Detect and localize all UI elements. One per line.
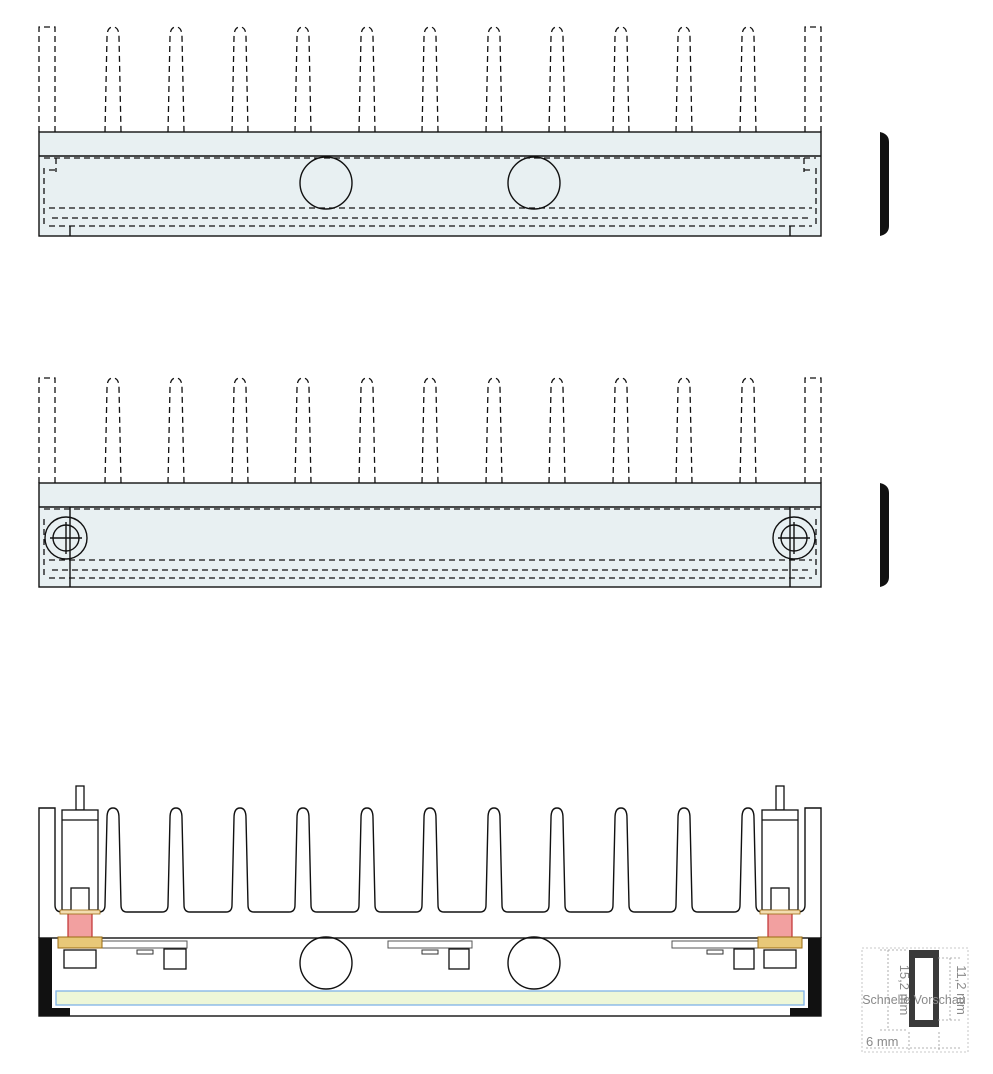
mounting-hole-left (299, 156, 353, 210)
end-cap-profile (880, 132, 889, 236)
mounting-hole-left (299, 936, 353, 990)
hidden-edge-lines (43, 158, 817, 228)
mounting-hole-right (507, 156, 561, 210)
screw-assembly-right (757, 785, 803, 969)
screw-left (44, 516, 88, 560)
dim-inner-height-label: 11,2 mm (954, 965, 969, 1015)
end-plate-lines (69, 507, 791, 587)
end-clip-right (790, 938, 821, 1016)
hidden-edge-lines (43, 519, 817, 579)
dim-line-outer-height (880, 949, 908, 1031)
clip-left (98, 940, 188, 970)
profile-cross-section (909, 950, 939, 1027)
heatsink-fins-hidden-lines (38, 377, 822, 484)
led-strip (55, 990, 805, 1006)
section-view-bottom (38, 785, 822, 1017)
heatsink-base (38, 482, 822, 588)
hidden-channel-lines (44, 157, 816, 227)
screw-assembly-left (57, 785, 103, 969)
clip-right (671, 940, 761, 970)
mounting-hole-right (507, 936, 561, 990)
dim-outer-height-label: 15,2 mm (897, 965, 912, 1016)
side-view-middle (38, 377, 889, 588)
fin-hidden-outline (38, 26, 822, 133)
end-cap-profile (880, 483, 889, 587)
dim-line-width (866, 1032, 960, 1050)
base-feet (69, 226, 791, 236)
dim-width-label: 6 mm (866, 1034, 899, 1049)
hidden-channel-lines (44, 508, 816, 579)
end-clip-left (39, 938, 70, 1016)
quick-preview-thumbnail: 15,2 mm 11,2 mm 6 mm Schnelle Vorschau (861, 947, 969, 1053)
quick-preview-label: Schnelle Vorschau (862, 993, 966, 1007)
side-view-top (38, 26, 889, 237)
clip-middle (387, 940, 473, 970)
screw-right (772, 516, 816, 560)
heatsink-fin-profile (38, 807, 822, 938)
heatsink-fins-hidden-lines (38, 26, 822, 133)
heatsink-base (38, 131, 822, 237)
fin-hidden-outline (38, 377, 822, 484)
